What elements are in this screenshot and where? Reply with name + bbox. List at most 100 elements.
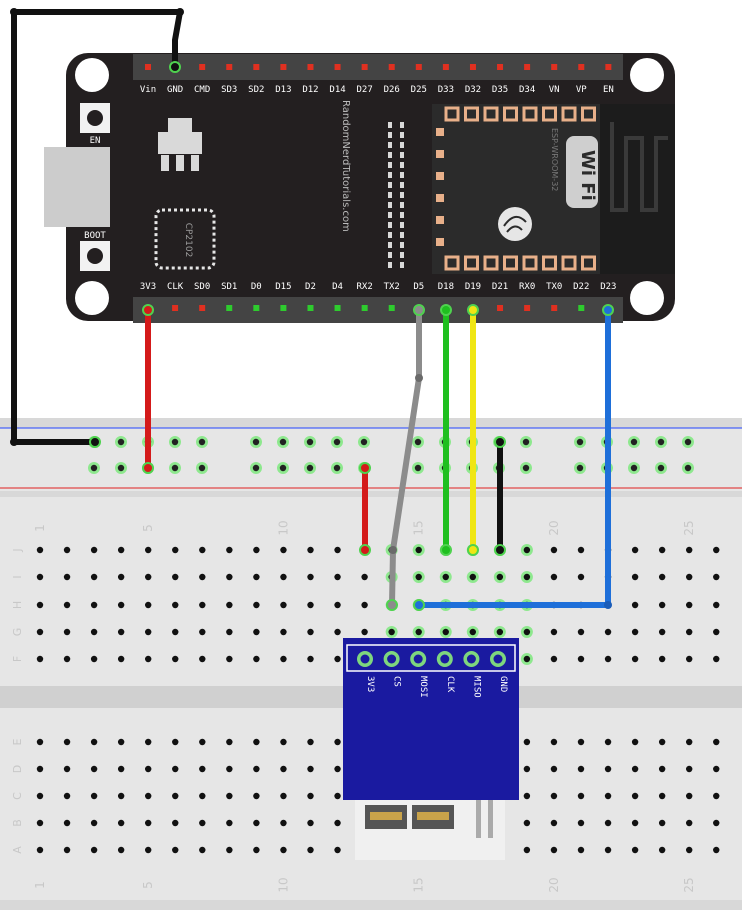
pin-label: D5 <box>413 282 424 292</box>
column-number: 25 <box>682 520 696 535</box>
pin-label: D12 <box>302 85 318 95</box>
breadboard-hole <box>280 601 287 609</box>
breadboard-hole <box>226 573 233 581</box>
breadboard-hole <box>199 546 206 554</box>
breadboard-hole <box>145 601 152 609</box>
header-pin <box>551 64 558 70</box>
breadboard-hole <box>63 655 71 663</box>
breadboard-hole <box>253 655 260 663</box>
wire-end <box>386 599 398 611</box>
pin-label: D13 <box>275 85 291 95</box>
header-pin <box>199 64 206 70</box>
wire-end <box>89 436 101 448</box>
pin-label: D0 <box>251 282 262 292</box>
pin-label: SD0 <box>194 282 210 292</box>
breadboard-hole <box>253 738 260 746</box>
header-pin <box>145 64 151 70</box>
breadboard-hole <box>604 846 612 854</box>
breadboard-hole <box>226 792 233 800</box>
module-pad <box>436 238 444 246</box>
brand-text: RandomNerdTutorials.com <box>340 100 351 232</box>
breadboard-hole <box>631 573 639 581</box>
breadboard-hole <box>145 655 152 663</box>
sd-pin-hole <box>387 654 397 664</box>
esp32-board: EN BOOT CP2102 RandomNerdTutorials.com E <box>44 53 675 323</box>
module-pad <box>542 106 557 122</box>
column-number: 15 <box>412 877 426 892</box>
breadboard-hole <box>199 819 206 827</box>
breadboard-hole <box>631 765 639 773</box>
row-letter: H <box>11 601 24 609</box>
module-pad <box>542 255 557 271</box>
rail-hole <box>171 438 179 446</box>
wire-end <box>494 436 506 448</box>
breadboard-hole <box>713 819 720 827</box>
breadboard-hole <box>361 601 368 609</box>
rail-hole <box>117 464 125 472</box>
breadboard-hole <box>523 792 531 800</box>
header-pin <box>388 305 395 311</box>
breadboard-hole <box>334 601 341 609</box>
breadboard-hole <box>713 765 720 773</box>
header-pin <box>415 64 422 70</box>
module-pads <box>436 106 596 271</box>
module-pad <box>483 106 499 122</box>
rail-hole <box>279 464 287 472</box>
rail-hole <box>306 438 314 446</box>
breadboard-hole <box>523 846 531 854</box>
header-pin <box>253 305 260 311</box>
rail-hole <box>657 464 665 472</box>
breadboard-hole <box>172 601 179 609</box>
breadboard-hole <box>117 601 125 609</box>
breadboard-hole <box>713 628 720 636</box>
breadboard-hole <box>199 573 206 581</box>
breadboard-hole <box>523 573 531 581</box>
breadboard-hole <box>604 655 612 663</box>
breadboard-hole <box>172 628 179 636</box>
breadboard-hole <box>63 846 71 854</box>
breadboard-hole <box>658 601 666 609</box>
pin-label: D32 <box>465 85 481 95</box>
wire-end <box>142 462 154 474</box>
pin-label: D33 <box>438 85 454 95</box>
rail-hole <box>522 438 530 446</box>
module-pad <box>581 106 596 122</box>
breadboard-hole <box>658 792 666 800</box>
breadboard-hole <box>523 655 531 663</box>
header-pin <box>361 305 368 311</box>
breadboard-hole <box>713 601 720 609</box>
row-letter: D <box>11 765 24 773</box>
column-number: 10 <box>276 877 290 892</box>
pin-label: CLK <box>167 282 184 292</box>
module-pad <box>483 255 499 271</box>
sd-pin-label: GND <box>498 676 508 692</box>
breadboard-hole <box>334 792 341 800</box>
cs-wire <box>389 310 422 606</box>
breadboard-hole <box>361 628 368 636</box>
header-pin <box>226 305 233 311</box>
breadboard-hole <box>172 846 179 854</box>
wifi-label: Wi Fi <box>577 150 598 201</box>
wire-end <box>169 61 181 73</box>
column-number: 10 <box>276 520 290 535</box>
en-button-label: EN <box>90 136 101 146</box>
breadboard-hole <box>280 628 287 636</box>
pin-label: D14 <box>329 85 345 95</box>
breadboard-hole <box>334 573 341 581</box>
boot-button-label: BOOT <box>84 231 106 241</box>
voltage-regulator <box>158 118 202 171</box>
header-pin <box>334 64 341 70</box>
breadboard-hole <box>550 573 558 581</box>
breadboard-hole <box>713 573 720 581</box>
breadboard-hole <box>253 601 260 609</box>
breadboard-hole <box>253 628 260 636</box>
rail-hole <box>684 464 692 472</box>
breadboard-hole <box>307 765 314 773</box>
wire-ends <box>89 61 614 611</box>
pin-label: VP <box>576 85 587 95</box>
breadboard-hole <box>90 819 98 827</box>
breadboard-hole <box>90 546 98 554</box>
breadboard-hole <box>307 846 314 854</box>
